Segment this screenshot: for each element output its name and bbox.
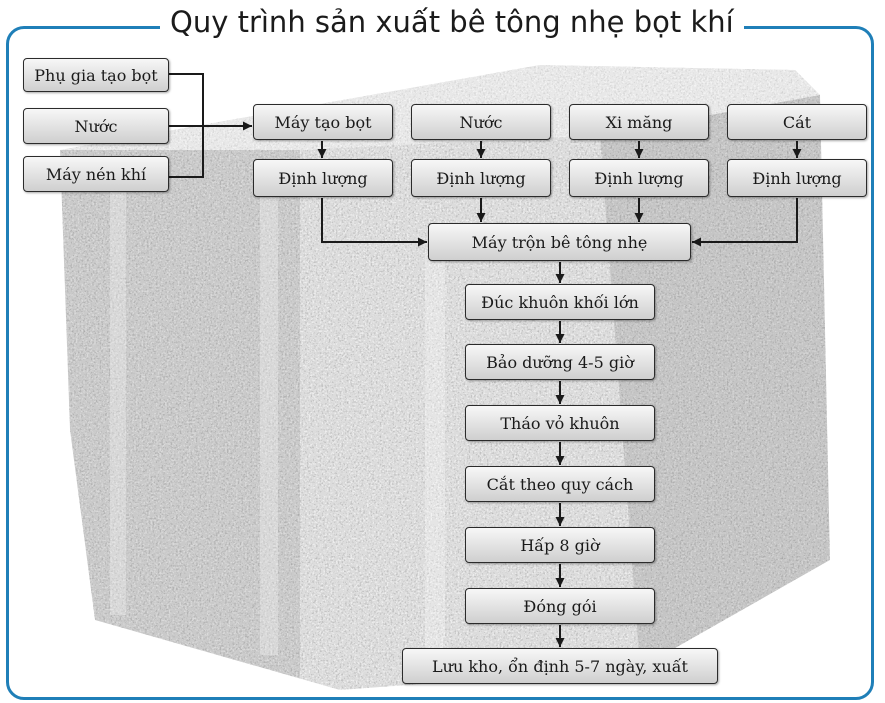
arrowhead-5: [418, 238, 427, 247]
arrowhead-13: [556, 517, 565, 526]
process-curing: Bảo dưỡng 4-5 giờ: [465, 344, 655, 380]
process-molding: Đúc khuôn khối lớn: [465, 284, 655, 320]
arrowhead-0: [243, 122, 252, 131]
material-cement: Xi măng: [569, 104, 709, 140]
material-sand: Cát: [727, 104, 867, 140]
arrowhead-8: [692, 238, 701, 247]
material-foam-machine: Máy tạo bọt: [253, 104, 393, 140]
dosing-foam-machine: Định lượng: [253, 159, 393, 197]
arrowhead-10: [556, 334, 565, 343]
arrowhead-15: [556, 638, 565, 647]
process-storage-dispatch: Lưu kho, ổn định 5-7 ngày, xuất: [402, 648, 718, 684]
material-water: Nước: [411, 104, 551, 140]
arrowhead-4: [793, 149, 802, 158]
dosing-foam-to-mixer: [322, 198, 427, 242]
input-air-compressor: Máy nén khí: [23, 156, 169, 192]
arrowhead-14: [556, 578, 565, 587]
input-water: Nước: [23, 108, 169, 144]
dosing-water: Định lượng: [411, 159, 551, 197]
dosing-cement: Định lượng: [569, 159, 709, 197]
arrowhead-12: [556, 456, 565, 465]
arrowhead-3: [635, 149, 644, 158]
dosing-sand-to-mixer: [692, 198, 797, 242]
dosing-sand: Định lượng: [727, 159, 867, 197]
arrowhead-6: [477, 213, 486, 222]
process-mixer: Máy trộn bê tông nhẹ: [428, 223, 691, 261]
process-steaming: Hấp 8 giờ: [465, 527, 655, 563]
arrowhead-7: [635, 213, 644, 222]
arrowhead-1: [318, 149, 327, 158]
input-foam-additive: Phụ gia tạo bọt: [23, 58, 169, 92]
process-packaging: Đóng gói: [465, 588, 655, 624]
process-cutting: Cắt theo quy cách: [465, 466, 655, 502]
arrowhead-2: [477, 149, 486, 158]
process-demolding: Tháo vỏ khuôn: [465, 405, 655, 441]
arrowhead-11: [556, 395, 565, 404]
arrowhead-9: [556, 274, 565, 283]
